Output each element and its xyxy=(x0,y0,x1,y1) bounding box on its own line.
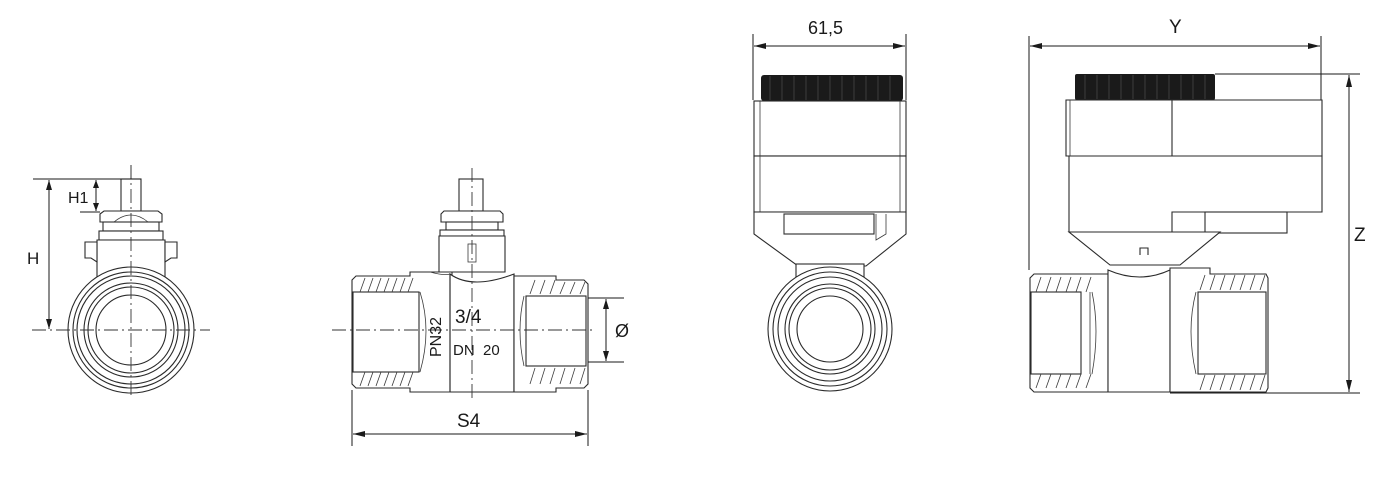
label-s4: S4 xyxy=(457,411,481,432)
label-width-61-5: 61,5 xyxy=(808,18,843,38)
label-h1: H1 xyxy=(68,190,89,207)
marking-pn: PN32 xyxy=(428,317,445,357)
side-view-actuator xyxy=(752,34,907,392)
front-view-manual xyxy=(332,168,624,446)
label-diameter: Ø xyxy=(615,321,629,341)
label-z: Z xyxy=(1354,225,1366,246)
label-h: H xyxy=(27,249,39,268)
side-view-manual xyxy=(32,165,210,395)
marking-dn: DN xyxy=(453,342,475,359)
marking-size: 3/4 xyxy=(455,307,482,328)
marking-dn-value: 20 xyxy=(483,342,500,359)
front-view-actuator xyxy=(1028,36,1360,394)
label-y: Y xyxy=(1169,17,1182,38)
